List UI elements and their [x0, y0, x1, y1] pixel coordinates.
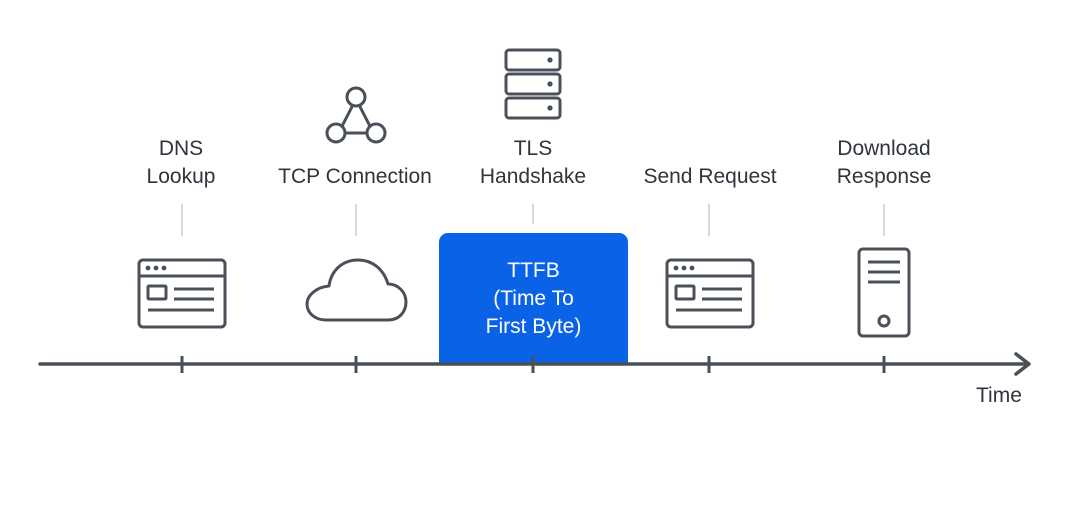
stage-label-dns-lookup: DNS Lookup — [131, 135, 231, 191]
stage-label-tcp-connection: TCP Connection — [265, 163, 445, 191]
stage-label-line: TLS — [513, 137, 553, 160]
ttfb-label-line: TTFB — [507, 258, 560, 282]
stage-label-line: Handshake — [479, 165, 587, 188]
browser-window-icon — [137, 258, 227, 329]
browser-window-icon — [665, 258, 755, 329]
stage-label-line: Lookup — [146, 165, 216, 188]
time-axis-arrowhead — [1014, 352, 1031, 376]
time-axis-label: Time — [976, 384, 1022, 407]
cloud-icon — [305, 258, 408, 322]
stage-label-tls-handshake: TLS Handshake — [463, 135, 603, 191]
server-stack-icon — [504, 48, 562, 120]
ttfb-label-line: (Time To — [493, 286, 574, 310]
stage-label-download-response: Download Response — [819, 135, 949, 191]
ttfb-highlight-box: TTFB (Time To First Byte) — [439, 233, 628, 364]
stage-label-line: DNS — [158, 137, 204, 160]
network-nodes-icon — [325, 86, 387, 144]
ttfb-label-line: First Byte) — [485, 314, 582, 338]
stage-label-send-request: Send Request — [625, 163, 795, 191]
stage-label-line: Send Request — [643, 165, 777, 188]
stage-label-line: Download — [837, 137, 931, 160]
stage-label-line: TCP Connection — [278, 165, 432, 188]
stage-label-line: Response — [836, 165, 932, 188]
server-tower-icon — [857, 247, 911, 338]
